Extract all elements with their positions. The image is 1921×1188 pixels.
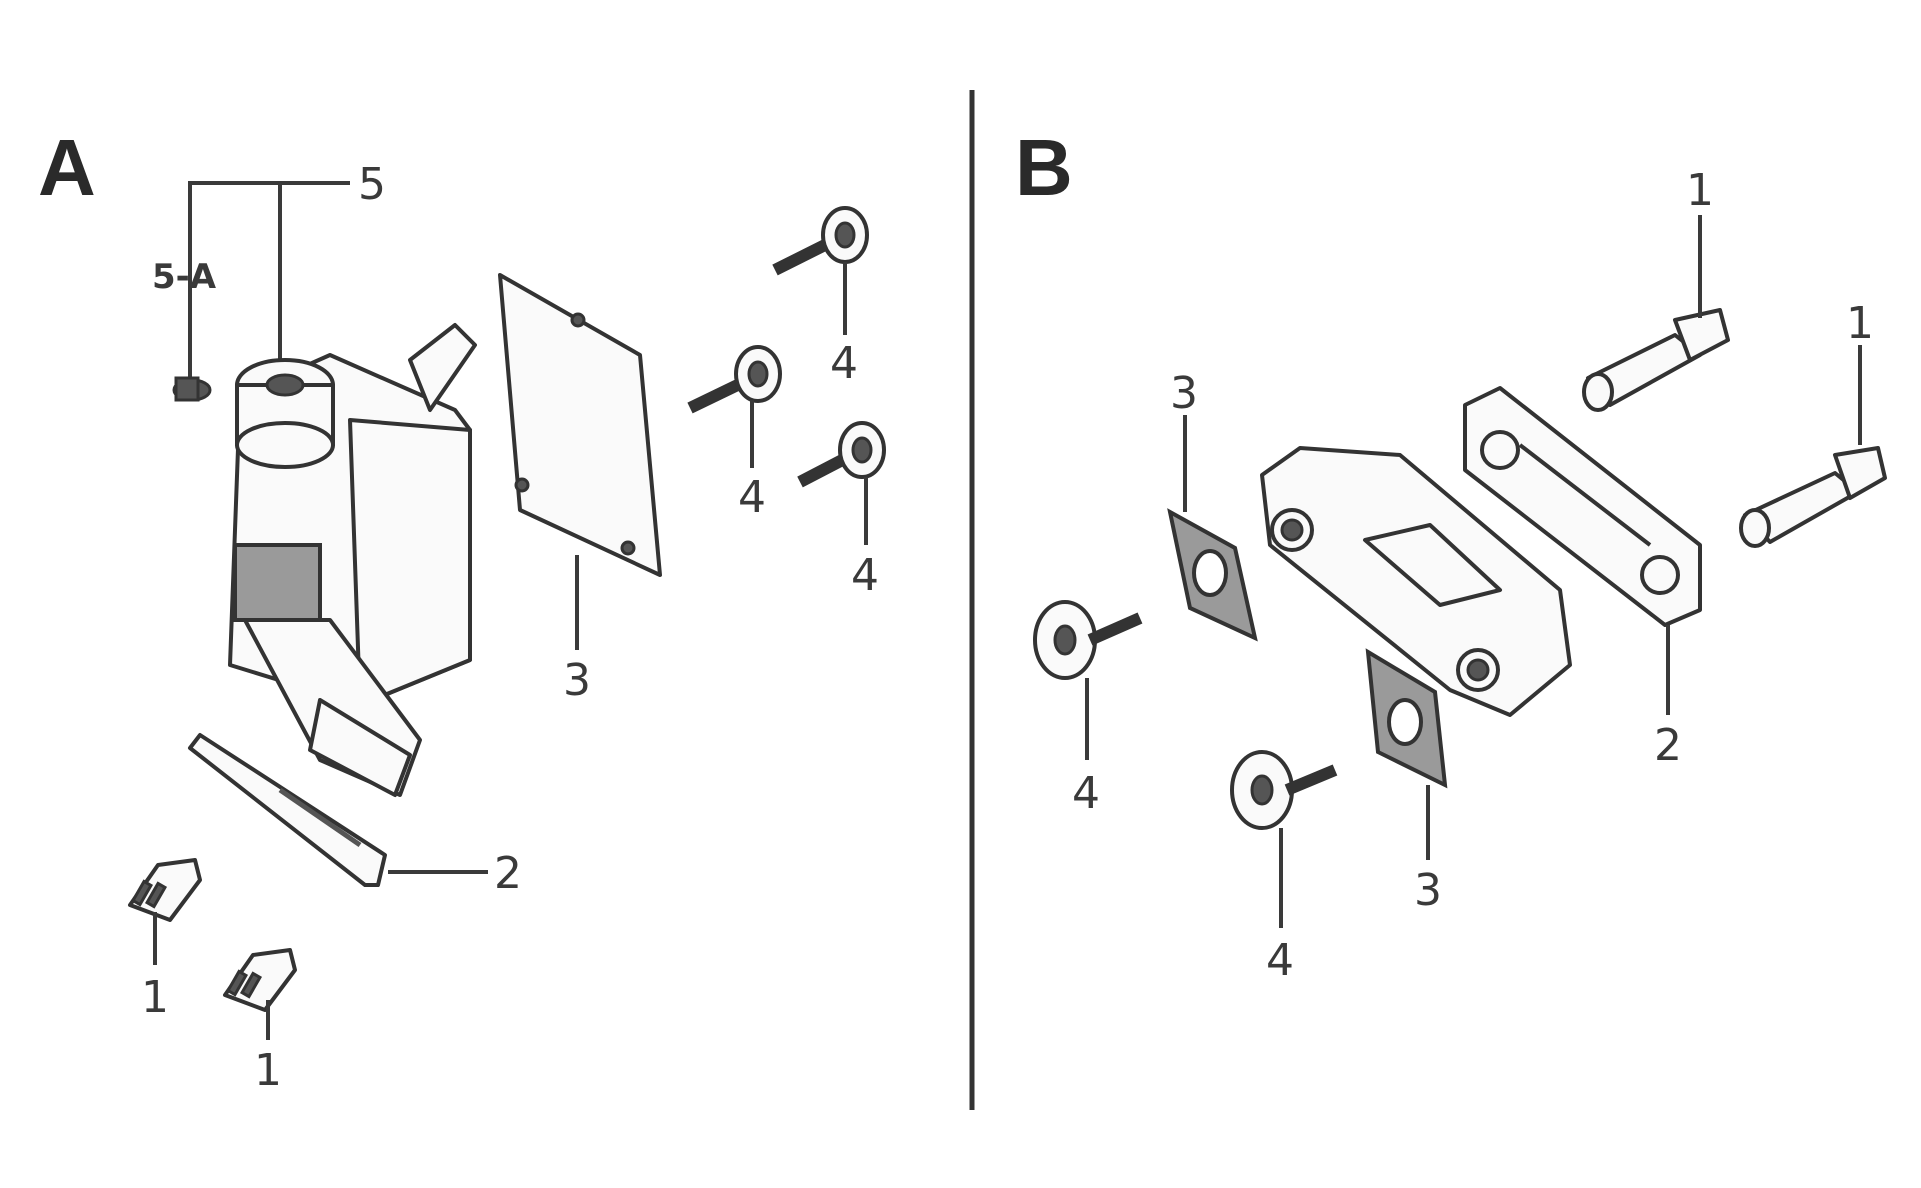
screw-4-top [772, 206, 869, 276]
strip-2 [188, 733, 387, 887]
callout-4-middle: 4 [738, 472, 766, 523]
screw-4-left [1033, 600, 1143, 680]
panel-a: A 5 5-A [38, 123, 886, 1096]
screw-4-right [1230, 750, 1338, 830]
washer-3-bottom [1365, 648, 1448, 789]
callout-4-right: 4 [1266, 935, 1294, 986]
screw-4-middle [687, 345, 782, 414]
callout-1-right: 1 [254, 1045, 282, 1096]
callout-4-top: 4 [830, 338, 858, 389]
callout-5-leader [188, 181, 350, 395]
bar-2 [1463, 386, 1702, 627]
callout-1-left: 1 [141, 972, 169, 1023]
clip-1-left [128, 858, 202, 922]
cover-plate-3 [498, 273, 662, 577]
callout-2: 2 [494, 848, 522, 899]
panel-b-letter: B [1015, 123, 1073, 212]
bolt-1-top [1582, 308, 1730, 412]
screw-4-bottom [797, 421, 886, 488]
bolt-1-right [1739, 446, 1887, 548]
small-screw-5a [172, 376, 212, 402]
panel-b: B 1 1 [1015, 123, 1887, 986]
washer-3-top [1167, 508, 1258, 642]
callout-4-left: 4 [1072, 768, 1100, 819]
clip-1-right [223, 948, 297, 1012]
callout-3: 3 [563, 655, 591, 706]
callout-3-bottom: 3 [1414, 865, 1442, 916]
lever-body [228, 323, 477, 797]
callout-3-top: 3 [1170, 368, 1198, 419]
callout-5-a: 5-A [152, 257, 217, 297]
callout-1-top: 1 [1686, 165, 1714, 216]
callout-5: 5 [358, 159, 386, 210]
callout-1-right: 1 [1846, 298, 1874, 349]
callout-4-bottom: 4 [851, 550, 879, 601]
panel-a-letter: A [38, 123, 96, 212]
bracket [1260, 446, 1572, 717]
callout-2: 2 [1654, 720, 1682, 771]
